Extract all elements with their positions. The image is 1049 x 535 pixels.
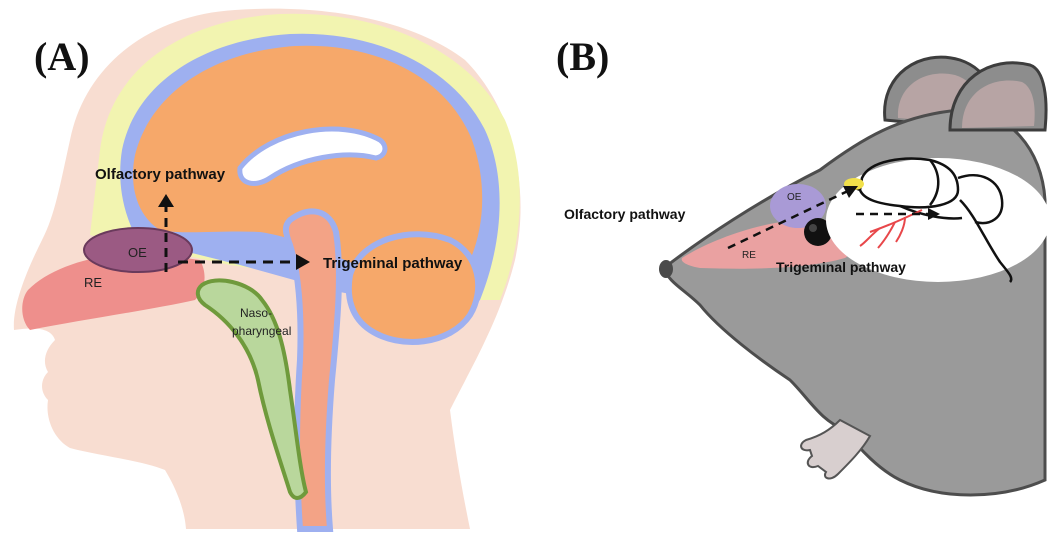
mouse-nose-tip xyxy=(659,260,673,278)
panel-a: (A) Olfactory pathway Trigeminal pathway… xyxy=(6,6,536,529)
cerebellum xyxy=(349,234,478,342)
panel-a-oe-label: OE xyxy=(128,245,147,260)
panel-a-olfactory-label: Olfactory pathway xyxy=(95,166,226,183)
panel-b-oe-label: OE xyxy=(787,192,802,203)
panel-a-letter: (A) xyxy=(34,34,90,79)
panel-b: (B) Olfactory pathway Trigeminal pathway… xyxy=(556,34,1049,495)
panel-a-naso-label-line1: Naso- xyxy=(240,306,272,320)
panel-a-naso-label-line2: pharyngeal xyxy=(232,324,291,338)
panel-b-olfactory-label: Olfactory pathway xyxy=(564,206,686,222)
panel-a-trigeminal-label: Trigeminal pathway xyxy=(323,255,463,272)
panel-a-re-label: RE xyxy=(84,275,102,290)
mouse-eye-highlight xyxy=(809,224,817,232)
panel-b-trigeminal-label: Trigeminal pathway xyxy=(776,259,906,275)
panel-b-letter: (B) xyxy=(556,34,609,79)
panel-b-re-label: RE xyxy=(742,250,756,261)
